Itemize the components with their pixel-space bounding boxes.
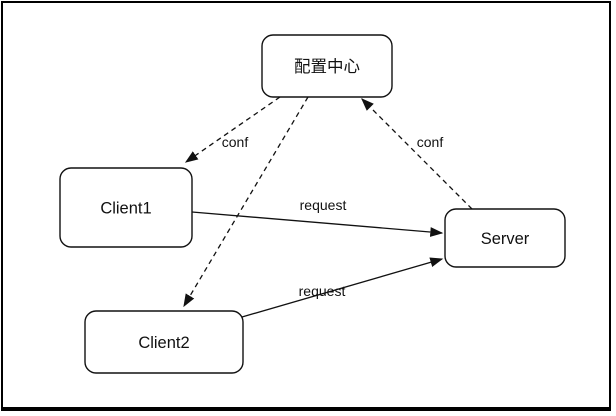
edge-config-center-to-client1-arrow bbox=[184, 96, 281, 163]
edge-client1-to-server-arrow bbox=[191, 211, 444, 237]
edge-labels-layer: conf conf request request bbox=[222, 134, 444, 299]
edge-label-request-3: request bbox=[300, 197, 347, 213]
node-server-box bbox=[444, 208, 566, 268]
edge-label-conf-0: conf bbox=[222, 134, 249, 150]
node-client2-box bbox=[84, 310, 244, 374]
node-client1-box bbox=[59, 167, 193, 248]
edge-label-conf-2: conf bbox=[417, 134, 444, 150]
edges-layer bbox=[183, 96, 473, 318]
edge-label-request-4: request bbox=[299, 283, 346, 299]
edge-config-center-to-client2-arrow bbox=[183, 96, 309, 308]
node-client2-label: Client2 bbox=[138, 334, 189, 352]
edge-server-to-config-center-arrow bbox=[361, 98, 473, 210]
node-client1-label: Client1 bbox=[100, 200, 151, 218]
node-config-center-label: 配置中心 bbox=[294, 57, 360, 76]
node-server-label: Server bbox=[481, 230, 530, 248]
edge-client2-to-server-arrow bbox=[241, 257, 444, 318]
node-config-center-box bbox=[261, 34, 393, 98]
